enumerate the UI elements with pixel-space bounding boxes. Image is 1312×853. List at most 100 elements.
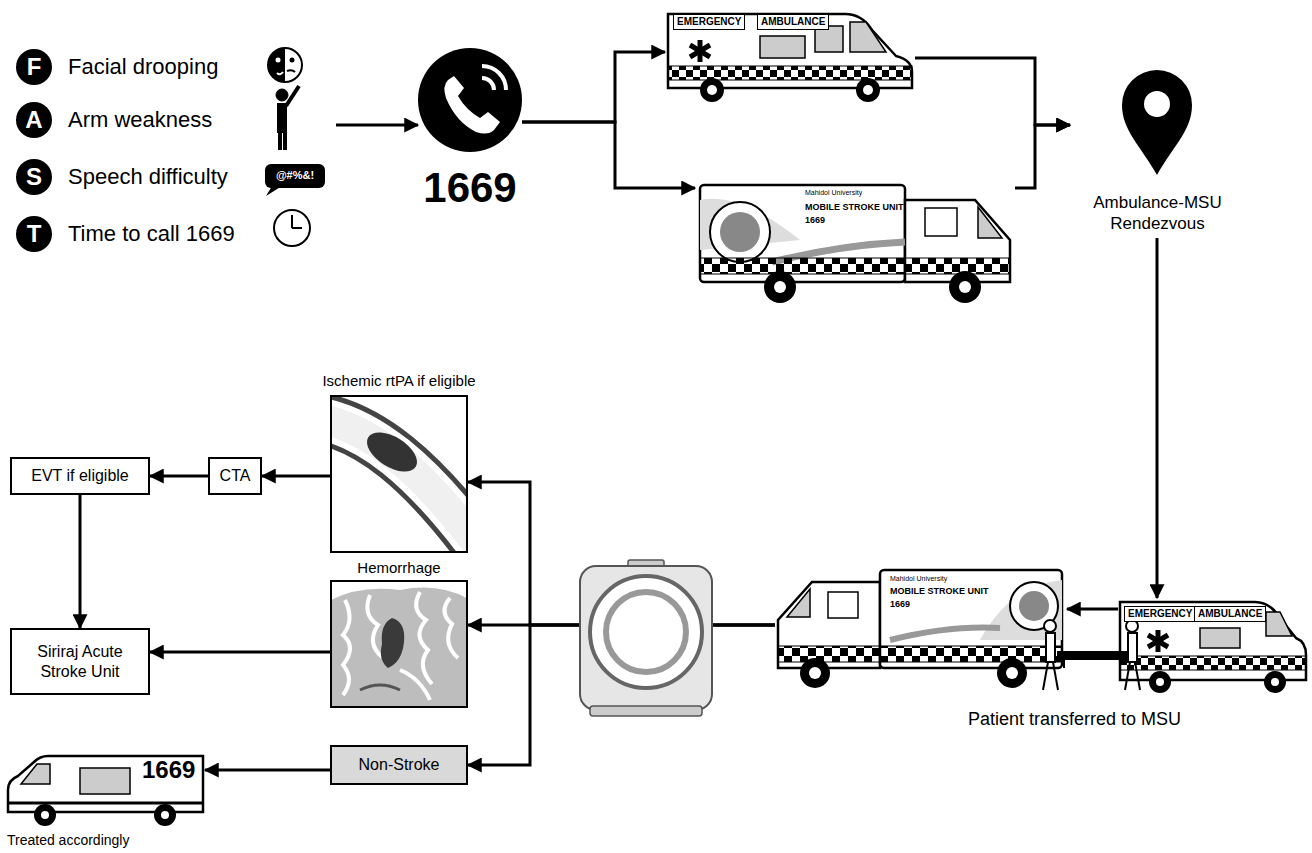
flow-arrow (1067, 608, 1118, 611)
ct-scanner (580, 560, 712, 716)
ambulance-illustration (1264, 671, 1286, 693)
ambulance-illustration (1200, 628, 1240, 648)
person-icon (276, 89, 288, 101)
artery-clot (331, 418, 467, 548)
ambulance-illustration (21, 764, 50, 784)
ambulance-illustration (80, 768, 130, 794)
brain-hemorrhage (400, 670, 430, 700)
vehicle-tag: AMBULANCE (1194, 606, 1266, 622)
artery-clot (331, 418, 467, 548)
clock-icon (274, 210, 310, 246)
ambulance-illustration (161, 811, 169, 819)
face-icon (287, 70, 295, 72)
symptom-text: Speech difficulty (68, 164, 228, 190)
vehicle-tag: EMERGENCY (673, 14, 745, 30)
paramedics-with-stretcher (1043, 620, 1140, 690)
mobile-stroke-unit-illustration (710, 202, 770, 262)
ambulance-illustration (1149, 671, 1171, 693)
brain-hemorrhage (331, 588, 467, 707)
fast-item: A Arm weakness (16, 100, 336, 140)
brain-hemorrhage (360, 685, 400, 690)
clock-icon (292, 227, 302, 229)
caption-text: Treated accordingly (7, 832, 129, 849)
letter-circle: T (16, 216, 52, 252)
mobile-stroke-unit-illustration (764, 271, 796, 303)
phone-icon (418, 48, 522, 152)
speech-bubble (265, 164, 325, 188)
paramedics-with-stretcher (1058, 652, 1126, 659)
flow-arrow (522, 52, 665, 122)
ambulance-illustration (850, 22, 886, 52)
ambulance-illustration (668, 14, 912, 88)
hotline-node: 1669 (418, 48, 522, 216)
mobile-stroke-unit-illustration (949, 271, 981, 303)
speech-bubble (265, 164, 325, 196)
mobile-stroke-unit-illustration (809, 667, 821, 679)
flow-arrow (205, 769, 330, 772)
msu-text: MOBILE STROKE UNIT (805, 202, 904, 213)
ambulance-illustration (856, 78, 880, 102)
paramedics-with-stretcher (1063, 659, 1065, 668)
fast-item: T Time to call 1669 (16, 214, 336, 254)
ambulance-illustration (8, 756, 203, 812)
ambulance-illustration (8, 802, 203, 805)
university-text: Mahidol University (890, 574, 947, 583)
flow-arrow (79, 495, 82, 628)
symptom-text: Time to call 1669 (68, 221, 235, 247)
ambulance-illustration (1120, 656, 1306, 670)
ambulance-illustration (700, 78, 724, 102)
flow-arrow (336, 124, 418, 127)
ambulance-illustration (1120, 602, 1306, 680)
phone-icon (418, 48, 522, 152)
vehicle-number: 1669 (142, 756, 195, 784)
box-text: Non-Stroke (359, 756, 440, 774)
mobile-stroke-unit-illustration (774, 281, 786, 293)
box-text: EVT if eligible (31, 467, 129, 485)
speech-bubble (266, 186, 282, 196)
letter-circle: A (16, 102, 52, 138)
ambulance-illustration (690, 40, 710, 62)
face-icon (276, 58, 281, 63)
ambulance-illustration (1120, 602, 1306, 693)
brain-hemorrhage (367, 595, 382, 657)
vehicle-tag: EMERGENCY (1124, 606, 1196, 622)
paramedics-with-stretcher (1119, 659, 1121, 668)
ambulance-illustration (690, 45, 710, 57)
process-box: EVT if eligible (10, 457, 150, 495)
ambulance-illustration (1156, 678, 1164, 686)
ambulance-illustration (668, 14, 912, 102)
face-icon (290, 58, 295, 63)
person-icon (278, 132, 282, 150)
mobile-stroke-unit-illustration (700, 185, 1010, 303)
face-icon (277, 72, 283, 74)
msu-number: 1669 (890, 599, 910, 610)
brain-hemorrhage (343, 592, 458, 700)
artery-clot (331, 396, 467, 552)
ct-scanner (590, 706, 702, 716)
symptom-text: Facial drooping (68, 54, 218, 80)
brain-hemorrhage (444, 598, 458, 658)
ambulance-illustration (154, 804, 176, 826)
process-box: Siriraj Acute Stroke Unit (10, 628, 150, 695)
ambulance-illustration (1148, 635, 1168, 647)
face-icon (268, 48, 302, 82)
mobile-stroke-unit-illustration (925, 208, 957, 236)
location-pin (1122, 70, 1192, 175)
ambulance-node: EMERGENCYAMBULANCE (1118, 598, 1308, 690)
ambulance-illustration (668, 66, 912, 80)
paramedics-with-stretcher (1125, 662, 1130, 690)
paramedics-with-stretcher (1043, 662, 1048, 690)
ambulance-illustration (760, 36, 805, 58)
ct-scanner (590, 576, 702, 688)
mobile-stroke-unit-illustration (1006, 667, 1018, 679)
artery-clot (331, 418, 467, 548)
symptom-text: Arm weakness (68, 107, 212, 133)
brain-hemorrhage (343, 600, 350, 695)
paramedics-with-stretcher (1128, 633, 1137, 662)
mobile-stroke-unit-illustration (978, 207, 1002, 238)
mobile-stroke-unit-illustration (959, 281, 971, 293)
mobile-stroke-unit-illustration (778, 570, 1062, 688)
ambulance-illustration (1266, 612, 1292, 636)
ct-scanner (580, 566, 712, 710)
flow-arrow (915, 58, 1070, 125)
